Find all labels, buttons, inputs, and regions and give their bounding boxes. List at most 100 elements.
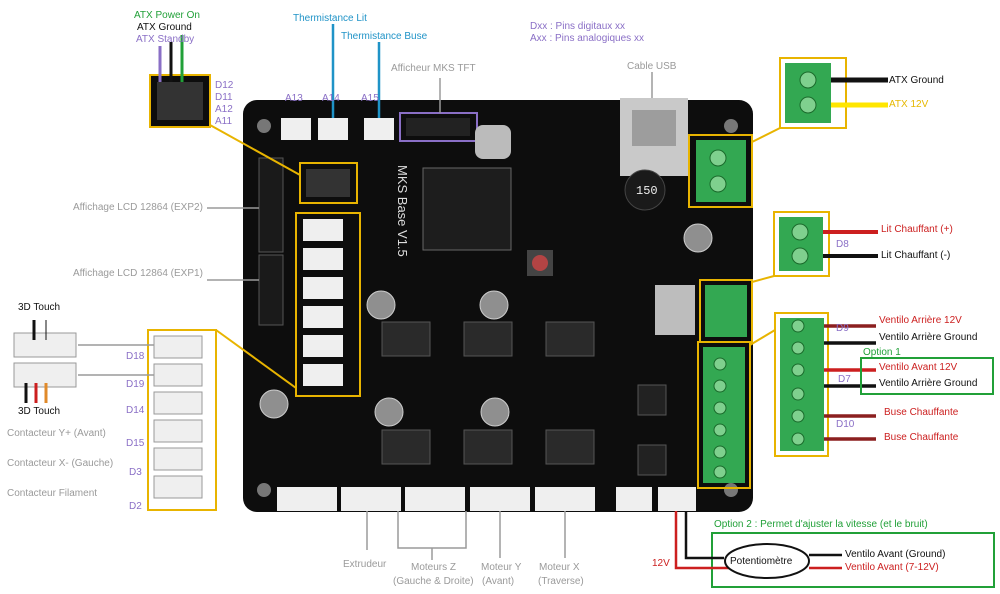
mounting-hole [724,119,738,133]
stepper-drivers [381,321,595,465]
legend-dxx: Dxx : Pins digitaux xx [530,21,626,32]
label-atx-ground-right: ATX Ground [889,75,944,86]
label-thermistance-lit: Thermistance Lit [293,13,367,24]
label-12v: 12V [652,558,670,569]
leader-atx-header [209,124,301,176]
pin-a15: A15 [361,93,379,104]
bed-terminal-highlight [773,211,830,277]
leader-endstop-panel [215,329,297,389]
crystal [475,125,511,159]
potentiometre [724,543,810,579]
exp1-header [258,254,284,326]
label-buse-chauffante-1: Buse Chauffante [884,407,959,418]
pin-d7: D7 [838,374,851,385]
pin-a12: A12 [215,104,233,115]
terminal-screw [799,96,817,114]
pin-d9: D9 [836,323,849,334]
pin-d2: D2 [129,501,142,512]
label-afficheur-mks-tft: Afficheur MKS TFT [391,63,476,74]
label-moteur-y-2: (Avant) [482,576,515,587]
label-potentiometre: Potentiomètre [730,556,793,567]
connector-a14 [318,118,348,140]
label-ventilo-av-7-12: Ventilo Avant (7-12V) [845,562,939,573]
fan-terminal-screws [713,357,727,479]
option1-box [860,357,994,395]
pin-a11: A11 [215,116,233,127]
terminal-screw [791,223,809,241]
fan-terminal-block-highlight [697,341,751,489]
label-extrudeur: Extrudeur [343,559,387,570]
label-lit-chauffant-plus: Lit Chauffant (+) [881,224,953,235]
pin-d8: D8 [836,239,849,250]
board-title: MKS Base V1.5 [395,165,410,257]
usb-fuse [624,169,666,211]
pin-a14: A14 [322,93,340,104]
power-in-terminal-highlight [688,134,753,208]
pin-d15: D15 [126,438,145,449]
usb-chip-label: 150 [636,184,658,198]
pin-d3: D3 [129,467,142,478]
atx-header-pins [157,82,203,120]
terminal-screw [709,149,727,167]
mosfet [637,444,667,476]
connector-a13 [281,118,311,140]
label-ventilo-av-12v: Ventilo Avant 12V [879,362,958,373]
leader-moteurs-z [397,511,467,549]
leader-atx-terminal [751,127,781,143]
endstop-connector [303,277,343,299]
pin-a13: A13 [285,93,303,104]
endstop-connector [303,306,343,328]
terminal-screw [709,175,727,193]
label-moteur-x-2: (Traverse) [538,576,584,587]
terminal-screw [799,71,817,89]
label-contacteur-filament: Contacteur Filament [7,488,98,499]
atx-terminal-highlight [779,57,847,129]
label-ventilo-arr-gnd: Ventilo Arrière Ground [879,332,978,343]
endstop-connector [303,364,343,386]
label-option2: Option 2 : Permet d'ajuster la vitesse (… [714,519,928,530]
mounting-hole [257,119,271,133]
label-atx-standby: ATX Standby [136,34,195,45]
endstop-column-highlight [295,212,361,397]
motor-connectors [277,487,696,511]
mounting-hole [257,483,271,497]
label-ventilo-arr-gnd2: Ventilo Arrière Ground [879,378,978,389]
endstop-connector [303,335,343,357]
label-moteurs-z-2: (Gauche & Droite) [393,576,474,587]
label-contacteur-x: Contacteur X- (Gauche) [7,458,114,469]
tft-pins [406,118,470,136]
regulator [655,285,695,335]
exp2-header [258,157,284,253]
mcu-chip [422,167,512,251]
label-lit-chauffant-minus: Lit Chauffant (-) [881,250,951,261]
mosfet [637,384,667,416]
label-atx-power-on: ATX Power On [134,10,200,21]
fan-terminal-block [703,347,745,483]
connector-a15 [364,118,394,140]
pin-d12: D12 [215,80,234,91]
reset-button-cap [532,255,548,271]
wire-12v-pot [674,511,730,570]
touch-connector-top [13,332,77,358]
label-lcd-exp2: Affichage LCD 12864 (EXP2) [73,202,203,213]
pin-d19: D19 [126,379,145,390]
endstop-panel-connectors [153,335,203,499]
tft-header [399,112,478,142]
label-atx-ground-top: ATX Ground [137,22,192,33]
bed-board-terminal [705,285,747,337]
leader-bed-terminal [751,275,775,283]
label-3d-touch-bottom: 3D Touch [18,406,61,417]
label-option1: Option 1 [863,347,901,358]
label-moteur-x-1: Moteur X [539,562,580,573]
label-ventilo-av-gnd: Ventilo Avant (Ground) [845,549,946,560]
label-contacteur-y: Contacteur Y+ (Avant) [7,428,106,439]
option2-box [711,532,995,588]
legend-axx: Axx : Pins analogiques xx [530,33,644,44]
fan-terminal-right-screws [791,319,805,446]
pin-d10: D10 [836,419,855,430]
label-lcd-exp1: Affichage LCD 12864 (EXP1) [73,268,203,279]
label-atx-12v: ATX 12V [889,99,929,110]
wire-gnd-pot [684,511,724,560]
label-ventilo-arr-12v: Ventilo Arrière 12V [879,315,962,326]
